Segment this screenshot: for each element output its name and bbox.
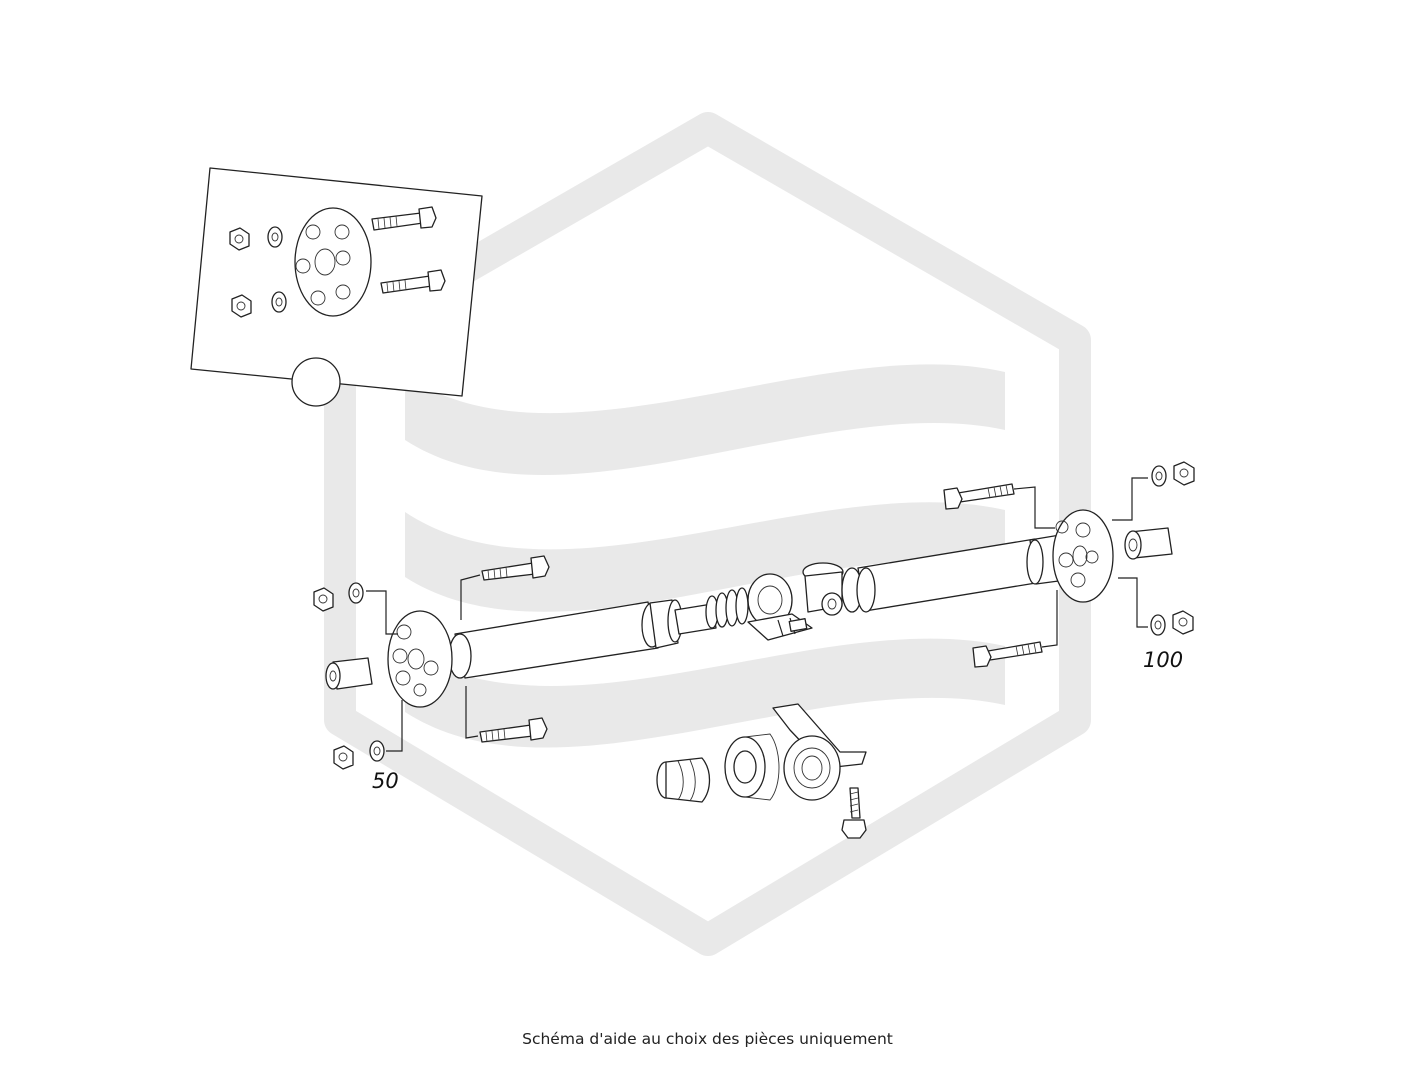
inset-hex-nut-1 bbox=[229, 227, 250, 251]
shaft-spline-section bbox=[705, 587, 749, 629]
inset-magnifier-circle bbox=[291, 357, 341, 407]
callout-front-reference: 50 bbox=[372, 769, 399, 793]
shaft-universal-joint bbox=[802, 562, 863, 616]
inset-washer-1 bbox=[267, 226, 283, 248]
shaft-center-bearing bbox=[747, 573, 813, 641]
inset-flex-disc bbox=[294, 207, 372, 317]
front-lower-nut bbox=[333, 745, 354, 770]
rear-upper-bolt bbox=[943, 483, 1015, 510]
center-bearing-ring bbox=[724, 733, 780, 801]
rear-lower-bolt bbox=[972, 641, 1043, 668]
center-bearing-dust-boot bbox=[656, 757, 711, 803]
rear-upper-nut bbox=[1173, 461, 1195, 486]
rear-centering-sleeve bbox=[1124, 527, 1173, 560]
inset-hex-nut-2 bbox=[231, 294, 252, 318]
inset-washer-2 bbox=[271, 291, 287, 313]
inset-bolt-2 bbox=[380, 269, 446, 294]
center-bearing-mounting-bolt bbox=[841, 787, 867, 839]
flex-disc-inset-box bbox=[190, 167, 483, 407]
rear-lower-washer bbox=[1150, 614, 1166, 636]
front-upper-washer bbox=[348, 582, 364, 604]
rear-lower-nut bbox=[1172, 610, 1194, 635]
front-centering-sleeve bbox=[325, 657, 373, 690]
front-flex-disc bbox=[387, 610, 453, 708]
front-lower-bolt bbox=[479, 717, 548, 743]
center-bearing-support-bracket bbox=[772, 703, 867, 801]
rear-flex-disc bbox=[1052, 509, 1114, 603]
inset-bolt-1 bbox=[371, 206, 437, 231]
front-lower-washer bbox=[369, 740, 385, 762]
front-upper-bolt bbox=[481, 555, 550, 581]
rear-upper-washer bbox=[1151, 465, 1167, 487]
diagram-caption: Schéma d'aide au choix des pièces unique… bbox=[522, 1030, 893, 1048]
callout-rear-reference: 100 bbox=[1143, 648, 1183, 672]
front-upper-nut bbox=[313, 587, 334, 612]
